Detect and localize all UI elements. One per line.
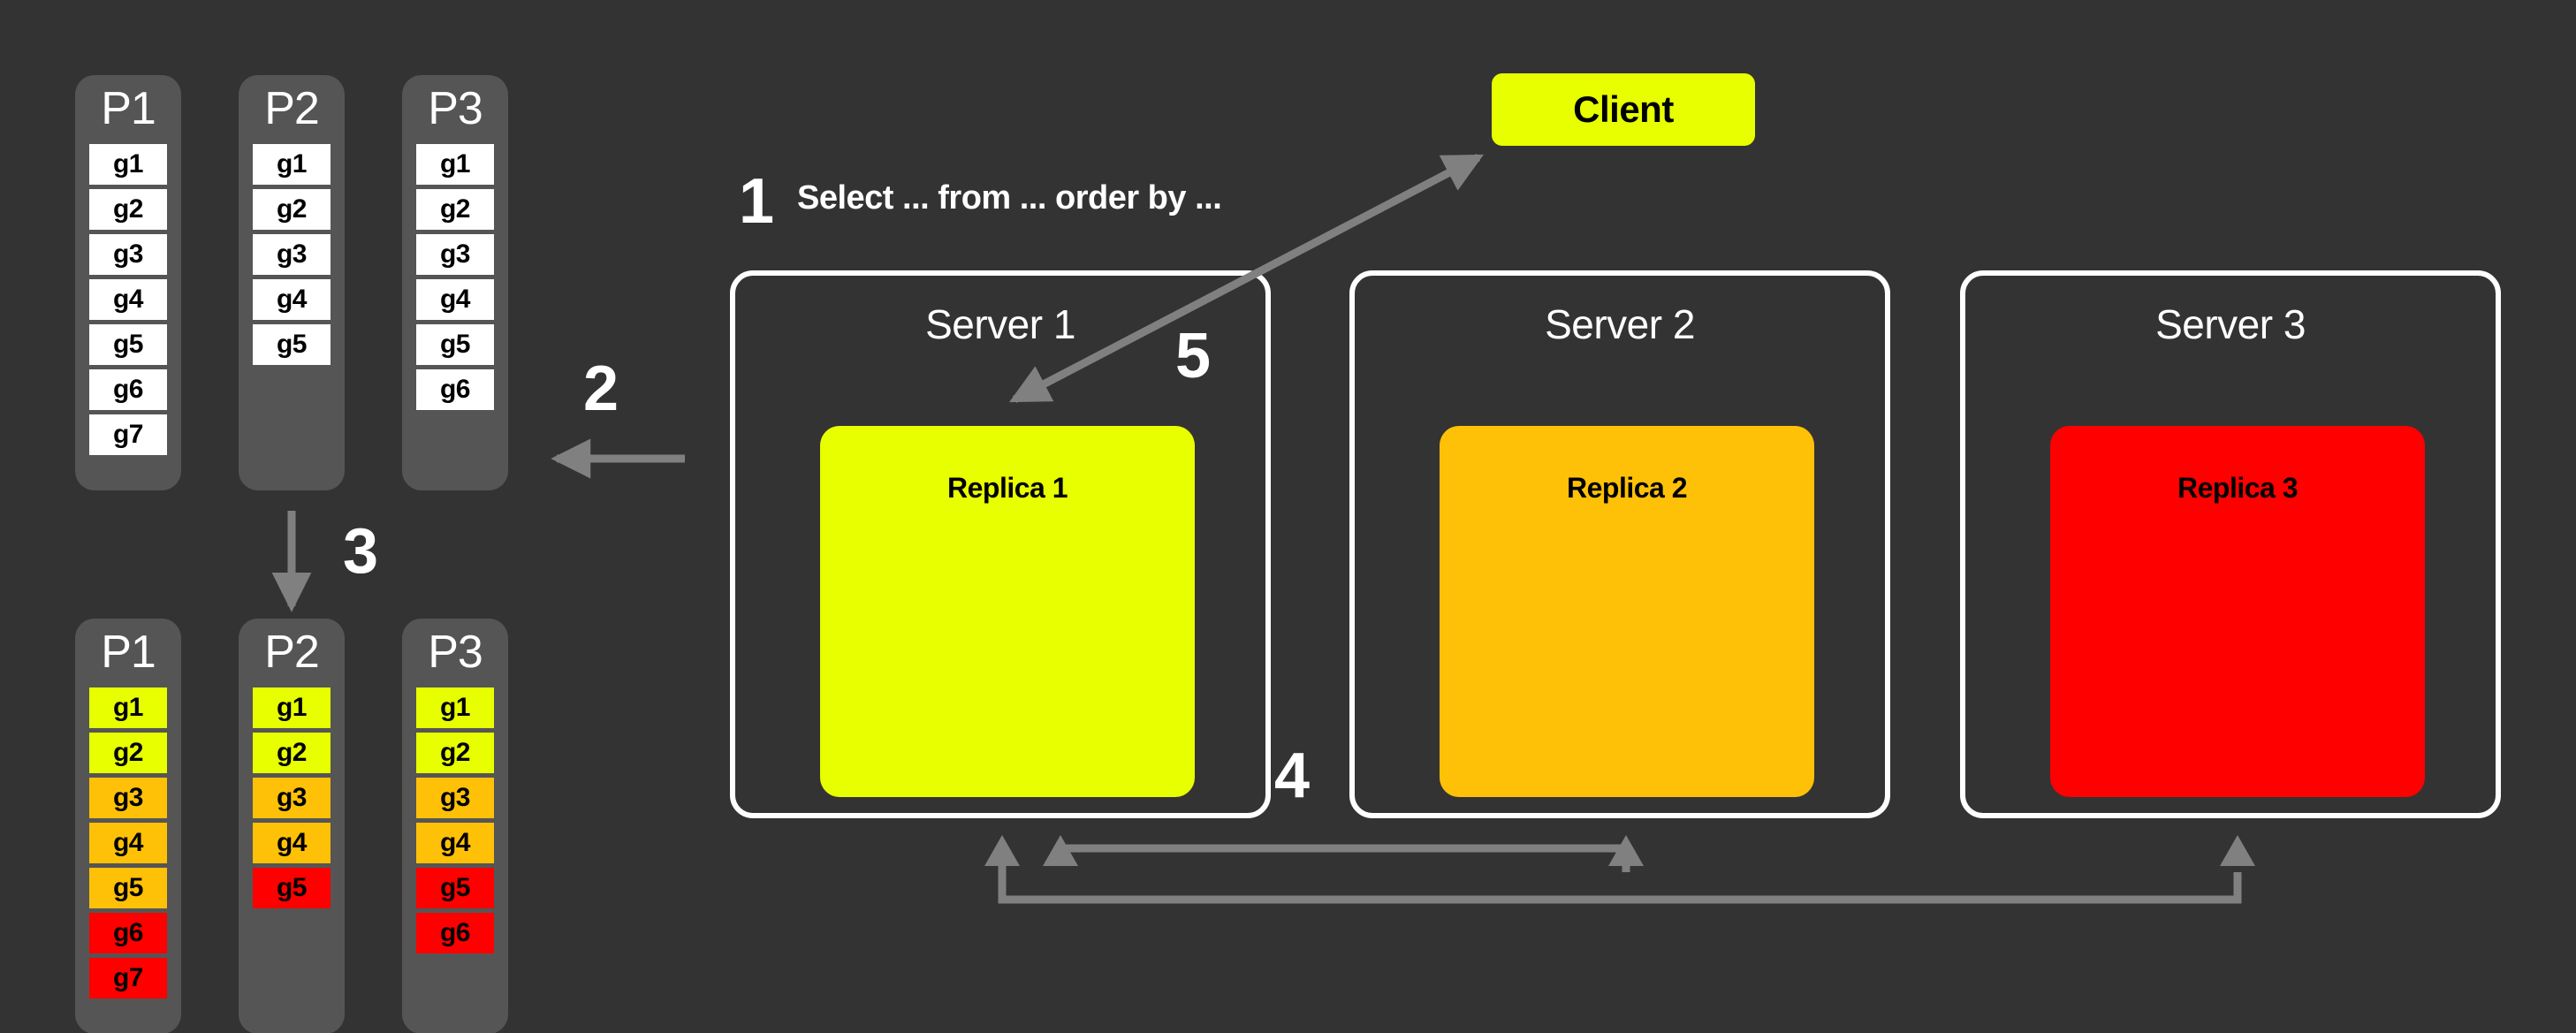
client-box[interactable]: Client (1492, 73, 1755, 146)
arrowhead-step-4-outer-right (2220, 835, 2255, 866)
replica-label: Replica 3 (2177, 472, 2299, 504)
top-partition-p3: P3 g1 g2 g3 g4 g5 g6 (402, 75, 508, 490)
partition-cell: g4 (416, 279, 494, 320)
server-box-2: Server 2 Replica 2 (1349, 270, 1890, 818)
partition-title: P1 (101, 83, 156, 134)
bottom-partition-p2: P2 g1 g2 g3 g4 g5 (239, 619, 345, 1033)
replica-label: Replica 2 (1566, 472, 1688, 504)
partition-cell: g2 (253, 733, 331, 773)
partition-cell: g5 (416, 868, 494, 908)
server-title: Server 3 (2155, 301, 2306, 347)
arrowhead-step-4-inner-left (1043, 835, 1078, 866)
partition-cell-list: g1 g2 g3 g4 g5 g6 g7 (89, 144, 167, 460)
partition-cell: g5 (253, 868, 331, 908)
arrow-step-4-inner (1056, 844, 1630, 872)
partition-cell: g4 (89, 279, 167, 320)
partition-cell: g2 (89, 733, 167, 773)
replica-box-3[interactable]: Replica 3 (2050, 426, 2425, 797)
partition-cell: g3 (416, 778, 494, 818)
partition-cell-list: g1 g2 g3 g4 g5 g6 (416, 144, 494, 414)
partition-cell: g3 (89, 234, 167, 275)
partition-cell: g1 (89, 144, 167, 185)
partition-title: P2 (264, 627, 320, 678)
step-number-4: 4 (1274, 741, 1310, 811)
arrowhead-step-4-outer-left (984, 835, 1020, 866)
replica-box-1[interactable]: Replica 1 (820, 426, 1195, 797)
client-label: Client (1573, 88, 1674, 130)
arrowhead-step-4-inner-right (1608, 835, 1644, 866)
step-number-3: 3 (343, 516, 378, 587)
partition-cell: g6 (89, 369, 167, 410)
partition-cell: g2 (89, 189, 167, 230)
partition-cell: g2 (253, 189, 331, 230)
step-number-1: 1 (739, 166, 774, 237)
sql-caption: Select ... from ... order by ... (797, 179, 1222, 216)
partition-cell: g7 (89, 958, 167, 999)
replica-label: Replica 1 (946, 472, 1068, 504)
top-partition-p1: P1 g1 g2 g3 g4 g5 g6 g7 (75, 75, 181, 490)
partition-title: P1 (101, 627, 156, 678)
partition-title: P3 (428, 83, 483, 134)
partition-cell: g5 (89, 324, 167, 365)
partition-cell-list: g1 g2 g3 g4 g5 (253, 687, 331, 913)
partition-cell: g4 (416, 823, 494, 863)
partition-cell: g5 (253, 324, 331, 365)
partition-cell: g2 (416, 733, 494, 773)
partition-cell: g4 (89, 823, 167, 863)
partition-cell-list: g1 g2 g3 g4 g5 (253, 144, 331, 369)
partition-cell: g6 (89, 913, 167, 953)
partition-cell: g4 (253, 823, 331, 863)
server-box-3: Server 3 Replica 3 (1960, 270, 2501, 818)
partition-cell: g4 (253, 279, 331, 320)
partition-cell: g1 (253, 144, 331, 185)
partition-cell: g6 (416, 913, 494, 953)
partition-cell: g3 (89, 778, 167, 818)
step-number-2: 2 (583, 353, 619, 424)
partition-cell: g3 (253, 234, 331, 275)
server-title: Server 2 (1545, 301, 1695, 347)
partition-cell: g6 (416, 369, 494, 410)
partition-cell: g7 (89, 414, 167, 455)
partition-cell: g2 (416, 189, 494, 230)
partition-cell: g1 (416, 687, 494, 728)
partition-cell: g3 (253, 778, 331, 818)
partition-cell: g1 (253, 687, 331, 728)
partition-cell-list: g1 g2 g3 g4 g5 g6 (416, 687, 494, 958)
bottom-partition-p1: P1 g1 g2 g3 g4 g5 g6 g7 (75, 619, 181, 1033)
arrow-step-4-outer (998, 862, 2242, 904)
bottom-partition-p3: P3 g1 g2 g3 g4 g5 g6 (402, 619, 508, 1033)
replica-box-2[interactable]: Replica 2 (1440, 426, 1814, 797)
partition-title: P3 (428, 627, 483, 678)
step-number-5: 5 (1175, 321, 1211, 391)
partition-title: P2 (264, 83, 320, 134)
server-box-1: Server 1 Replica 1 (730, 270, 1271, 818)
partition-cell-list: g1 g2 g3 g4 g5 g6 g7 (89, 687, 167, 1003)
top-partition-p2: P2 g1 g2 g3 g4 g5 (239, 75, 345, 490)
partition-cell: g5 (89, 868, 167, 908)
partition-cell: g1 (89, 687, 167, 728)
partition-cell: g5 (416, 324, 494, 365)
partition-cell: g3 (416, 234, 494, 275)
partition-cell: g1 (416, 144, 494, 185)
